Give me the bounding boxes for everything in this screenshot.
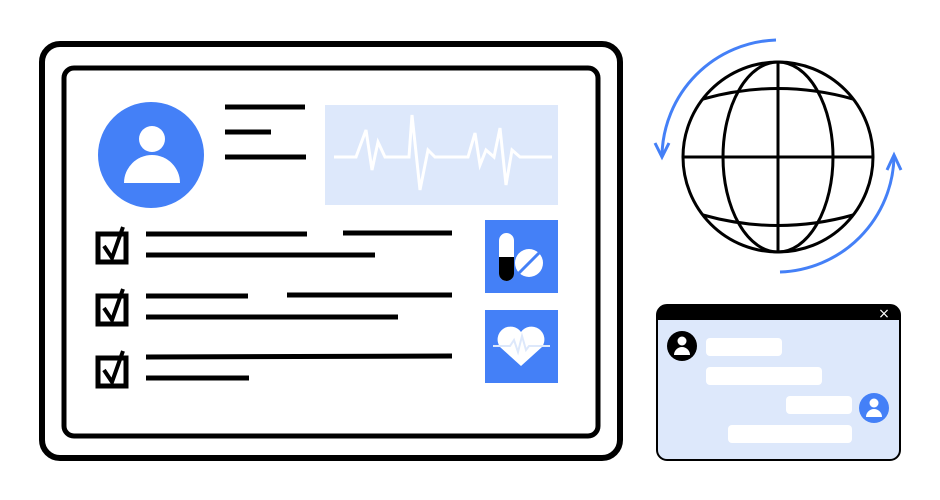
user-icon <box>124 126 180 183</box>
message-bubble <box>728 425 852 443</box>
checkbox-checked-icon[interactable] <box>95 288 129 327</box>
list-item <box>95 226 452 265</box>
profile-text-lines <box>225 104 306 160</box>
user-icon <box>869 398 879 408</box>
checkbox-checked-icon[interactable] <box>95 350 129 389</box>
message-bubble <box>706 367 822 385</box>
chat-window: × <box>656 304 901 461</box>
ecg-waveform-icon <box>334 114 552 191</box>
pills-icon <box>499 233 543 281</box>
user-icon <box>677 336 687 346</box>
message-bubble <box>786 396 852 414</box>
globe-icon <box>681 60 875 254</box>
checklist <box>95 226 453 389</box>
close-button[interactable]: × <box>878 306 890 322</box>
sync-arrows-icon <box>653 38 903 274</box>
pills-tile <box>485 220 558 293</box>
heart-tile <box>485 310 558 383</box>
checkbox-checked-icon[interactable] <box>95 226 129 265</box>
list-item <box>95 288 452 327</box>
heart-pulse-icon <box>493 326 550 366</box>
chat-title-bar <box>657 305 900 320</box>
ecg-panel <box>325 105 558 205</box>
list-item <box>95 350 453 389</box>
message-bubble <box>706 338 782 356</box>
avatar <box>98 102 204 208</box>
avatar <box>859 393 889 423</box>
avatar <box>667 331 697 361</box>
